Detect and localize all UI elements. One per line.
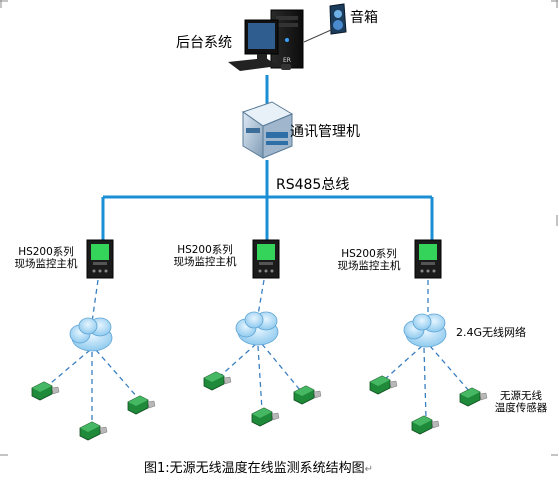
- monitor-label-2: HS200系列 现场监控主机: [162, 244, 248, 268]
- monitor-label-series: HS200系列: [18, 246, 74, 258]
- comm-manager-icon: [241, 101, 294, 159]
- svg-text:ER: ER: [283, 57, 291, 64]
- monitor-label-series: HS200系列: [341, 248, 397, 260]
- sensor-label-line2: 温度传感器: [494, 402, 548, 414]
- caption-text: 图1:无源无线温度在线监测系统结构图: [144, 461, 365, 476]
- wireless-links: [44, 279, 471, 425]
- monitor-label-3: HS200系列 现场监控主机: [326, 248, 412, 272]
- monitor-host-icon-2: [252, 239, 280, 279]
- page-corner-marks: [0, 0, 558, 456]
- server-pc-icon: ER: [228, 9, 304, 71]
- wireless-network-label: 2.4G无线网络: [456, 326, 527, 339]
- comm-manager-label: 通讯管理机: [290, 124, 360, 140]
- monitor-label-1: HS200系列 现场监控主机: [8, 246, 84, 270]
- monitor-label-name: 现场监控主机: [14, 258, 78, 270]
- figure-caption: 图1:无源无线温度在线监测系统结构图↵: [144, 462, 373, 475]
- temperature-sensor-icon: [79, 421, 108, 441]
- sensor-icons: [31, 371, 488, 441]
- temperature-sensor-icon: [203, 371, 232, 391]
- temperature-sensor-icon: [369, 375, 398, 395]
- bus-label: RS485总线: [276, 177, 350, 193]
- cloud-icon-2: [235, 311, 279, 346]
- temperature-sensor-icon: [459, 387, 488, 407]
- temperature-sensor-icon: [411, 415, 440, 435]
- monitor-host-icon-1: [86, 239, 114, 279]
- paragraph-mark-icon: ↵: [364, 464, 374, 475]
- temperature-sensor-icon: [251, 407, 280, 427]
- cloud-icon-3: [403, 313, 447, 348]
- monitor-label-name: 现场监控主机: [337, 260, 401, 272]
- monitor-label-name: 现场监控主机: [173, 256, 237, 268]
- bus-lines: [101, 75, 434, 240]
- speaker-icon: [329, 3, 347, 35]
- monitor-label-series: HS200系列: [177, 244, 233, 256]
- sensor-label-line1: 无源无线: [500, 390, 542, 402]
- server-label: 后台系统: [176, 35, 232, 51]
- speaker-label: 音箱: [350, 10, 378, 26]
- cloud-icon-1: [69, 317, 113, 352]
- speaker-cable: [303, 29, 332, 43]
- temperature-sensor-icon: [31, 381, 60, 401]
- temperature-sensor-icon: [293, 385, 322, 405]
- temperature-sensor-icon: [127, 395, 156, 415]
- monitor-host-icon-3: [414, 239, 442, 279]
- sensor-label: 无源无线 温度传感器: [490, 390, 552, 414]
